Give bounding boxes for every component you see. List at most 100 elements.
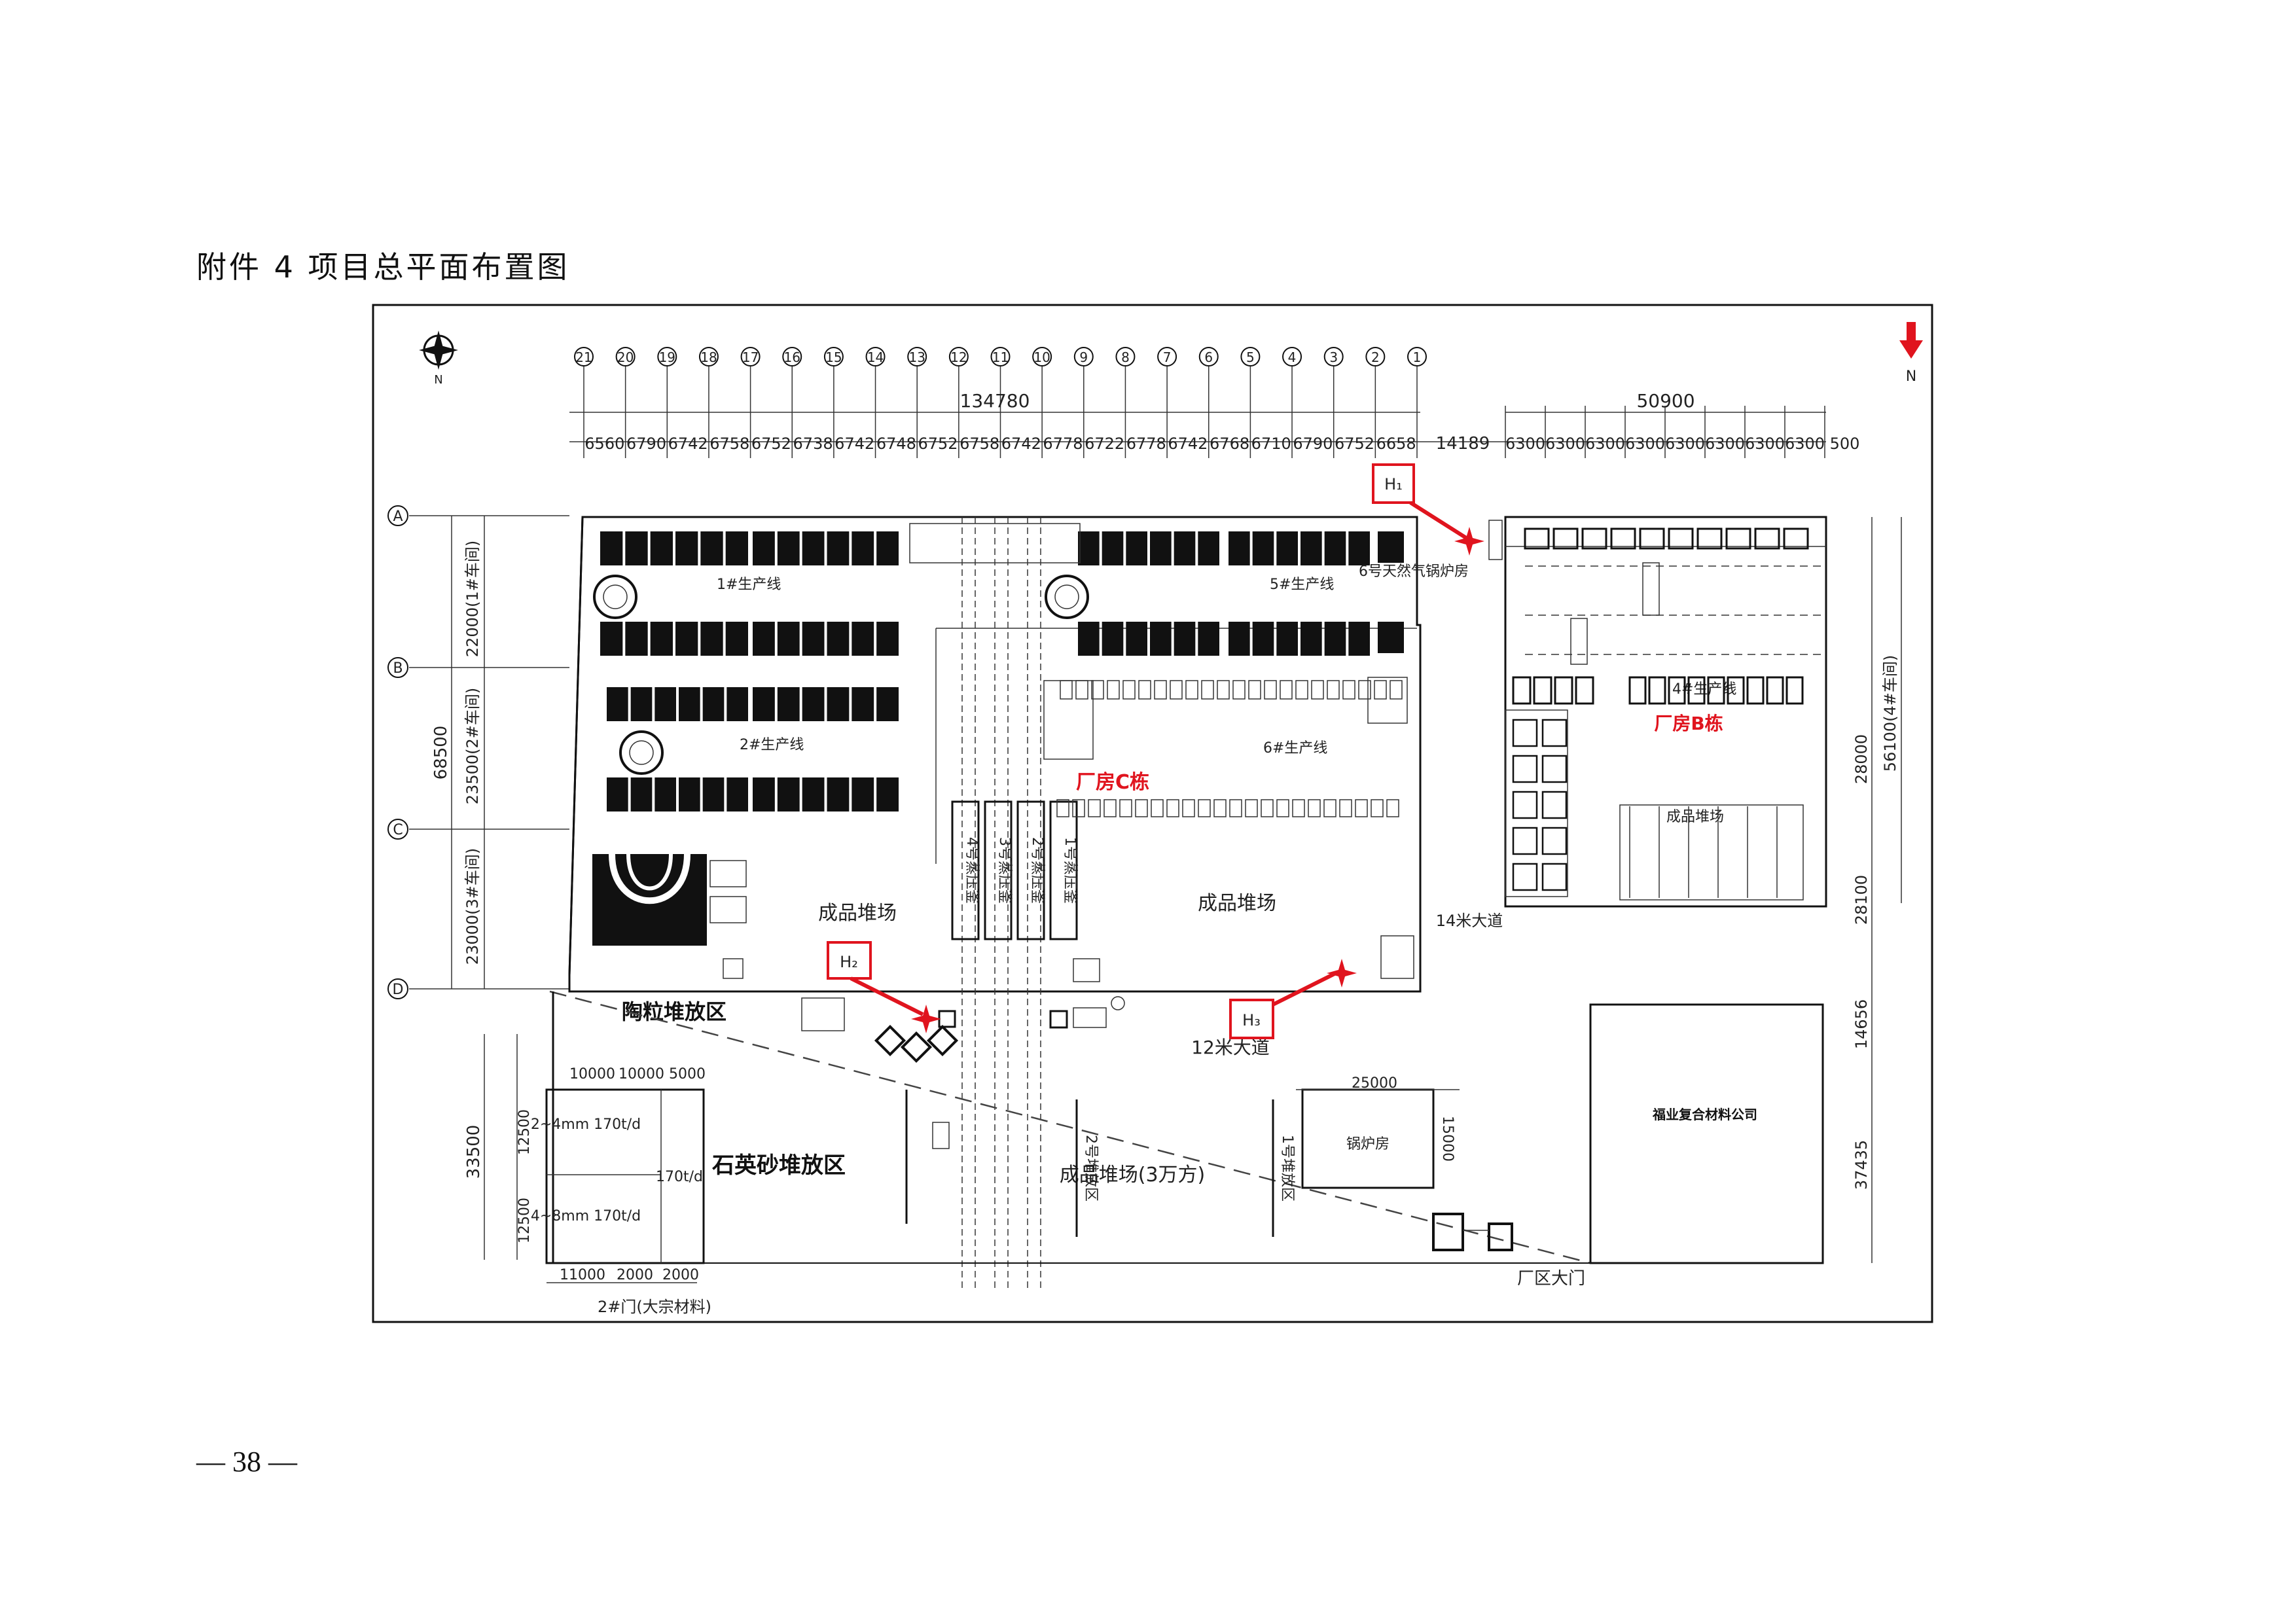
rack: [1198, 799, 1211, 817]
grid-cell: [1541, 827, 1568, 855]
top-total-b: 50900: [1636, 390, 1695, 412]
axis-label: B: [393, 660, 403, 677]
equipment-block: [675, 531, 698, 565]
span-c: 6748: [876, 435, 916, 453]
equipment-block: [1554, 676, 1573, 705]
span-c: 6752: [1335, 435, 1374, 453]
rack: [1323, 799, 1336, 817]
autoclaves: 4号蒸压釜 3号蒸压釜 2号蒸压釜 1号蒸压釜: [951, 800, 1078, 940]
rack: [1217, 680, 1230, 700]
rack: [1371, 799, 1384, 817]
grid-cell: [1512, 791, 1538, 819]
grid-cell: [1541, 755, 1568, 783]
furnace-label: 6号天然气锅炉房: [1359, 563, 1469, 580]
bottom-span-3: 2000: [662, 1267, 699, 1283]
quartz-span-2: 10000: [619, 1066, 664, 1082]
equipment-block: [802, 531, 825, 565]
axis-bubble: [1282, 347, 1302, 366]
equipment-block: [607, 687, 628, 721]
equipment-block: [1174, 622, 1196, 656]
left-span-2: 23500(2#车间): [463, 688, 482, 804]
quartz-span-3: 5000: [669, 1066, 706, 1082]
yard-left-label: 成品堆场: [818, 902, 897, 925]
compass-label: N: [434, 373, 442, 387]
rack: [1122, 680, 1136, 700]
marker-h1-box: [1372, 463, 1415, 504]
equipment-block: [802, 687, 825, 721]
line-6-label: 6#生产线: [1263, 740, 1327, 757]
workshop-b-label: 厂房B栋: [1654, 713, 1723, 734]
workshop-b-grid: [1512, 719, 1778, 898]
compass-icon: N: [419, 330, 458, 387]
equipment-block: [1725, 527, 1751, 550]
equipment-block: [1628, 676, 1647, 705]
span-c: 6752: [751, 435, 791, 453]
marker-h3-star-icon: [1327, 959, 1357, 988]
axis-bubble: [615, 347, 636, 366]
marker-h3-box: [1229, 999, 1274, 1039]
equipment-block: [827, 531, 850, 565]
span-c: 6790: [626, 435, 666, 453]
axis-label: 15: [825, 349, 842, 365]
equipment-block: [876, 531, 899, 565]
gate-main-label: 厂区大门: [1517, 1269, 1585, 1289]
axis-label: 13: [908, 349, 925, 365]
equipment-block: [1252, 622, 1274, 656]
axis-bubble: [1407, 347, 1427, 366]
equipment-block: [1300, 531, 1322, 565]
marker-h2: H₂: [840, 953, 858, 971]
span-b: 6300: [1745, 435, 1785, 453]
equipment-block: [625, 622, 648, 656]
garage-h: 15000: [1439, 1116, 1456, 1162]
rack: [1151, 799, 1164, 817]
company-plot: 福业复合材料公司: [1589, 1003, 1824, 1264]
rack: [1308, 799, 1321, 817]
span-c: 6790: [1293, 435, 1333, 453]
marker-h3: H₃: [1242, 1011, 1261, 1029]
page-number: — 38 —: [196, 1446, 297, 1478]
grid-cell: [1512, 755, 1538, 783]
span-c: 6560: [584, 435, 624, 453]
equipment-block: [725, 622, 748, 656]
equipment-block: [852, 777, 874, 812]
equipment-block: [852, 687, 874, 721]
garage-w: 25000: [1352, 1075, 1397, 1092]
axis-label: 3: [1329, 349, 1338, 365]
axis-label: 17: [742, 349, 759, 365]
axis-bubble: [948, 347, 969, 366]
marker-h2-box: [827, 941, 872, 980]
equipment-block: [1533, 676, 1552, 705]
axis-label: 1: [1413, 349, 1422, 365]
equipment-block: [600, 622, 623, 656]
rack: [1339, 799, 1352, 817]
equipment-block: [1668, 527, 1694, 550]
ceramsite-kiln: [592, 853, 747, 979]
axis-label: 21: [575, 349, 592, 365]
rack: [1213, 799, 1227, 817]
equipment-block: [1707, 676, 1725, 705]
equipment-block: [600, 531, 623, 565]
rail-tracks: [909, 517, 1081, 1289]
equipment-block: [753, 777, 775, 812]
equipment-block: [827, 777, 850, 812]
axis-bubble: [698, 347, 719, 366]
span-b: 6300: [1505, 435, 1545, 453]
span-b: 6300: [1665, 435, 1705, 453]
right-span-2: 28100: [1852, 875, 1871, 925]
rack: [1264, 680, 1277, 700]
rack: [1374, 680, 1387, 700]
dust-equipment: [801, 958, 1125, 1063]
span-c: 6658: [1376, 435, 1416, 453]
equipment-block: [630, 687, 653, 721]
axis-label: D: [393, 982, 404, 998]
axis-bubble: [387, 505, 408, 526]
axis-label: 10: [1033, 349, 1050, 365]
equipment-block: [852, 622, 874, 656]
sand-big-label: 2~4mm 170t/d: [531, 1116, 641, 1133]
equipment-block: [607, 777, 628, 812]
grid-cell: [1512, 863, 1538, 891]
equipment-block: [1575, 676, 1594, 705]
line-1-label: 1#生产线: [717, 577, 781, 593]
